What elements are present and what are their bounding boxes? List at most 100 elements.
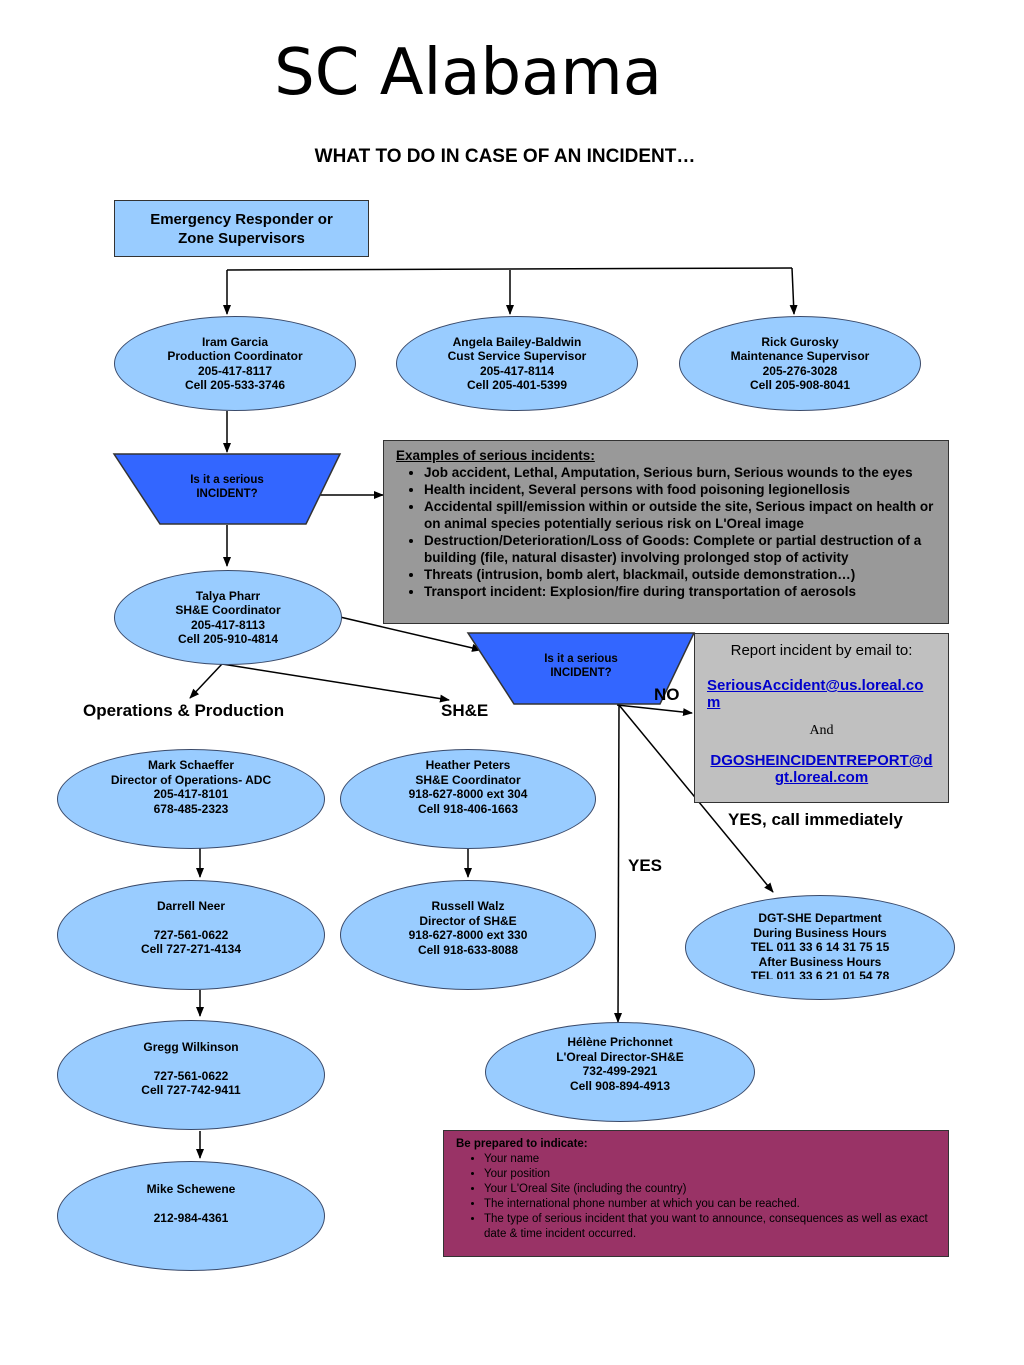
contact-oval-gregg: Gregg Wilkinson 727-561-0622 Cell 727-74… (57, 1020, 325, 1130)
contact-oval-iram: Iram Garcia Production Coordinator 205-4… (114, 316, 356, 411)
decision-2-line1: Is it a serious (544, 653, 618, 665)
contact-oval-talya: Talya Pharr SH&E Coordinator 205-417-811… (114, 570, 342, 665)
contact-phone: 918-627-8000 ext 304 (408, 787, 528, 801)
contact-cell: Cell 727-271-4134 (140, 942, 242, 956)
contact-oval-mark: Mark Schaeffer Director of Operations- A… (57, 749, 325, 849)
contact-phone: 918-627-8000 ext 330 (408, 928, 528, 942)
contact-oval-heather: Heather Peters SH&E Coordinator 918-627-… (340, 749, 596, 849)
contact-role: Production Coordinator (167, 349, 303, 363)
decision-shape-1 (112, 453, 342, 525)
responder-line2: Zone Supervisors (178, 229, 305, 247)
contact-cell: Cell 205-908-8041 (749, 378, 851, 392)
email-serious-accident-link[interactable]: SeriousAccident@us.loreal.com (707, 677, 924, 711)
report-box: Report incident by email to: SeriousAcci… (694, 633, 949, 803)
contact-cell: Cell 727-742-9411 (141, 1083, 241, 1097)
arrow-yes-to-helene (614, 704, 623, 1023)
contact-phone: 205-417-8114 (479, 363, 555, 378)
responder-line1: Emergency Responder or (150, 210, 333, 228)
contact-oval-mike: Mike Schewene 212-984-4361 (57, 1161, 325, 1271)
label-yes-call-immediately: YES, call immediately (728, 810, 903, 829)
contact-name: Hélène Prichonnet (567, 1035, 673, 1049)
contact-name: Mike Schewene (146, 1182, 236, 1196)
contact-name: Talya Pharr (195, 588, 261, 603)
contact-name: Rick Gurosky (761, 334, 839, 349)
contact-cell: Cell 205-910-4814 (177, 632, 279, 646)
contact-oval-russell: Russell Walz Director of SH&E 918-627-80… (340, 880, 596, 990)
contact-hours-label: After Business Hours (758, 954, 882, 969)
contact-role: SH&E Coordinator (175, 603, 281, 617)
contact-oval-rick: Rick Gurosky Maintenance Supervisor 205-… (679, 316, 921, 411)
contact-name: Darrell Neer (156, 899, 226, 913)
be-prepared-box: Be prepared to indicate: Your name Your … (443, 1130, 949, 1257)
contact-name: Heather Peters (425, 758, 511, 772)
contact-role: L'Oreal Director-SH&E (556, 1049, 684, 1064)
arrow-no-to-report (616, 704, 693, 717)
contact-phone: TEL 011 33 6 21 01 54 78 (750, 969, 890, 979)
label-operations-production: Operations & Production (83, 701, 285, 720)
prepared-item: Your L'Oreal Site (including the country… (484, 1182, 938, 1197)
example-item: Transport incident: Explosion/fire durin… (424, 583, 938, 600)
report-and: And (809, 723, 834, 738)
decision-shape-2 (466, 632, 696, 705)
label-no: NO (654, 685, 680, 704)
contact-role: Director of Operations- ADC (110, 772, 272, 787)
contact-role: Cust Service Supervisor (447, 349, 587, 363)
contact-name: Gregg Wilkinson (143, 1040, 239, 1054)
decision-1-text: Is it a serious INCIDENT? (160, 473, 294, 501)
be-prepared-heading: Be prepared to indicate: (456, 1138, 588, 1150)
example-item: Health incident, Several persons with fo… (424, 481, 938, 498)
contact-hours-label: During Business Hours (753, 925, 887, 940)
contact-phone: 727-561-0622 (153, 1068, 229, 1083)
contact-name: DGT-SHE Department (758, 911, 882, 925)
arrow-to-rick (789, 267, 798, 315)
decision-2-text: Is it a serious INCIDENT? (514, 652, 648, 680)
decision-1-line1: Is it a serious (190, 474, 264, 486)
examples-box: Examples of serious incidents: Job accid… (383, 440, 949, 624)
arrow-talya-to-she (221, 663, 450, 703)
contact-cell: Cell 908-894-4913 (569, 1078, 671, 1093)
contact-role: SH&E Coordinator (415, 772, 521, 787)
contact-phone: 727-561-0622 (153, 927, 229, 942)
label-she: SH&E (441, 701, 489, 720)
contact-phone: 205-417-8117 (197, 363, 273, 378)
prepared-item: Your position (484, 1167, 938, 1182)
contact-name: Mark Schaeffer (147, 758, 235, 772)
page-title: SC Alabama (274, 36, 662, 110)
connector-responder-branch (226, 267, 793, 271)
contact-phone: 212-984-4361 (153, 1210, 229, 1225)
decision-2-line2: INCIDENT? (550, 667, 612, 679)
contact-cell: 678-485-2323 (153, 801, 229, 816)
contact-cell: Cell 205-401-5399 (466, 378, 568, 392)
decision-1-line2: INCIDENT? (196, 488, 258, 500)
page-subtitle: WHAT TO DO IN CASE OF AN INCIDENT… (314, 146, 696, 167)
contact-phone: 732-499-2921 (582, 1064, 658, 1078)
examples-list: Job accident, Lethal, Amputation, Seriou… (396, 464, 938, 600)
arrow-talya-to-ops (189, 663, 223, 699)
contact-oval-darrell: Darrell Neer 727-561-0622 Cell 727-271-4… (57, 880, 325, 990)
responder-box: Emergency Responder or Zone Supervisors (114, 200, 369, 257)
contact-cell: Cell 918-633-8088 (417, 942, 519, 957)
contact-name: Russell Walz (431, 899, 505, 913)
email-dgoshe-link[interactable]: DGOSHEINCIDENTREPORT@dgt.loreal.com (710, 752, 933, 786)
contact-oval-angela: Angela Bailey-Baldwin Cust Service Super… (396, 316, 638, 411)
report-lead: Report incident by email to: (730, 642, 913, 659)
contact-phone: TEL 011 33 6 14 31 75 15 (750, 940, 890, 954)
contact-phone: 205-417-8113 (190, 617, 266, 632)
example-item: Job accident, Lethal, Amputation, Seriou… (424, 464, 938, 481)
label-yes: YES (628, 856, 663, 875)
contact-name: Angela Bailey-Baldwin (452, 334, 582, 349)
contact-cell: Cell 918-406-1663 (417, 801, 519, 816)
contact-cell: Cell 205-533-3746 (184, 378, 286, 392)
example-item: Accidental spill/emission within or outs… (424, 498, 938, 532)
contact-name: Iram Garcia (201, 334, 269, 349)
contact-oval-dgt-she: DGT-SHE Department During Business Hours… (685, 895, 955, 1000)
contact-role: Maintenance Supervisor (730, 349, 870, 363)
prepared-item: Your name (484, 1152, 938, 1167)
example-item: Threats (intrusion, bomb alert, blackmai… (424, 566, 938, 583)
examples-heading: Examples of serious incidents: (396, 448, 595, 463)
prepared-item: The type of serious incident that you wa… (484, 1212, 938, 1242)
contact-phone: 205-276-3028 (762, 363, 838, 378)
arrow-talya-to-decision2 (339, 616, 482, 652)
contact-role: Director of SH&E (419, 913, 517, 928)
contact-phone: 205-417-8101 (153, 787, 229, 801)
